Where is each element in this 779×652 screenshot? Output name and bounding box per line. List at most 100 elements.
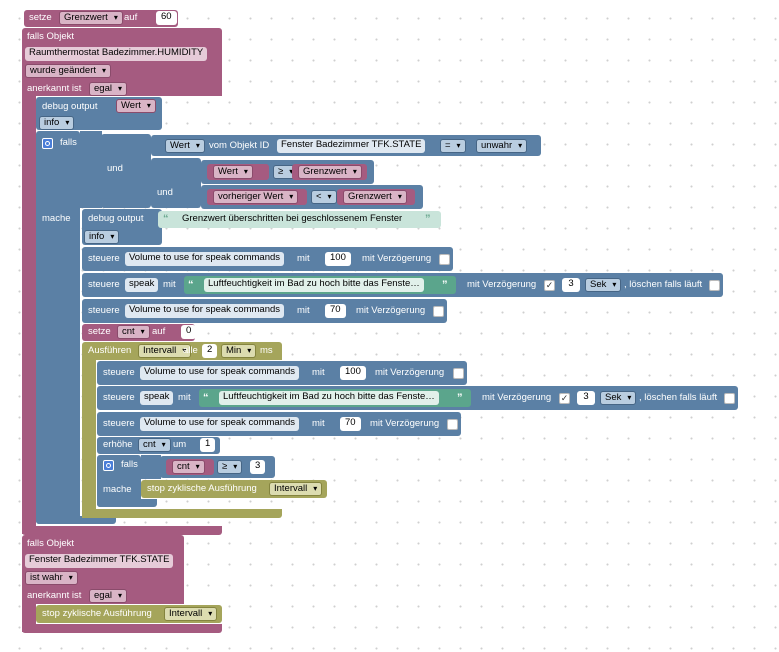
trigger2-condition-dropdown[interactable]: ist wahr [25,571,78,585]
control-volume-2[interactable]: steuere Volume to use for speak commands… [82,299,447,323]
interval-value-input[interactable]: 2 [202,344,218,358]
debug2-text[interactable]: Grenzwert überschritten bei geschlossene… [182,213,403,224]
volume-value-input[interactable]: 100 [325,252,351,266]
cond-c-left-dropdown[interactable]: vorheriger Wert [213,190,299,204]
volume-object-field[interactable]: Volume to use for speak commands [125,304,285,318]
increment-block[interactable]: erhöhe cnt um 1 [97,437,220,454]
if1-gear-icon[interactable] [42,138,53,149]
cond-c-op-dropdown[interactable]: < [311,190,337,204]
control-volume-3[interactable]: steuere Volume to use for speak commands… [97,361,467,385]
clear-running-checkbox[interactable] [709,280,720,291]
delay-checkbox[interactable]: ✓ [559,393,570,404]
cond-c-left-block[interactable]: vorheriger Wert [207,189,307,205]
trigger1-object-field[interactable]: Raumthermostat Badezimmer.HUMIDITY [25,47,208,61]
if2-block[interactable]: falls mache [97,455,141,507]
debug2-level-dropdown[interactable]: info [84,230,120,244]
control-speak-2[interactable]: steuere speak mit “ Luftfeuchtigkeit im … [97,386,738,410]
speak-text-block[interactable]: “ Luftfeuchtigkeit im Bad zu hoch bitte … [199,389,471,407]
if2-value-input[interactable]: 3 [250,460,266,474]
delay-label: mit Verzögerung [370,418,440,429]
delay-unit-dropdown[interactable]: Sek [600,391,637,405]
delay-checkbox[interactable]: ✓ [544,280,555,291]
delay-value-input[interactable]: 3 [562,278,580,292]
if2-var-dropdown[interactable]: cnt [172,460,205,474]
debug2-label: debug output [88,213,144,224]
speak-text-block[interactable]: “ Luftfeuchtigkeit im Bad zu hoch bitte … [184,276,456,294]
trigger2-ack-dropdown[interactable]: egal [89,589,127,603]
speak-text-field[interactable]: Luftfeuchtigkeit im Bad zu hoch bitte da… [219,391,439,405]
volume-value-input[interactable]: 100 [340,366,366,380]
cond-b-block[interactable]: Wert ≥ Grenzwert [201,160,374,184]
volume-object-field[interactable]: Volume to use for speak commands [140,417,300,431]
set-cnt-block[interactable]: setze cnt auf 0 [82,324,197,341]
volume-value-input[interactable]: 70 [325,304,346,318]
if2-var-block[interactable]: cnt [166,459,214,475]
debug1-value-dropdown[interactable]: Wert [116,99,156,113]
cond-b-right-dropdown[interactable]: Grenzwert [298,165,362,179]
and2-block[interactable]: und [151,158,201,208]
delay-label: mit Verzögerung [356,305,426,316]
control-volume-4[interactable]: steuere Volume to use for speak commands… [97,412,461,436]
trigger2-object-field[interactable]: Fenster Badezimmer TFK.STATE [25,554,174,568]
stop1-block[interactable]: stop zyklische Ausführung Intervall [141,480,327,498]
interval-block[interactable]: Ausführen Intervall alle 2 Min ms [82,342,282,360]
grenzwert-value-input[interactable]: 60 [156,11,177,25]
cond-b-right-block[interactable]: Grenzwert [292,164,367,180]
if2-compare-block[interactable]: cnt ≥ 3 [160,456,275,478]
cond-a-prop-dropdown[interactable]: Wert [165,139,205,153]
cond-b-left-block[interactable]: Wert [207,164,269,180]
delay-checkbox[interactable] [433,306,444,317]
volume-value-input[interactable]: 70 [340,417,361,431]
control-volume-1[interactable]: steuere Volume to use for speak commands… [82,247,453,271]
control-label: steuere [103,367,135,378]
clear-running-checkbox[interactable] [724,393,735,404]
trigger2-header[interactable]: falls Objekt Fenster Badezimmer TFK.STAT… [22,535,184,604]
if2-gear-icon[interactable] [103,460,114,471]
cond-c-right-block[interactable]: Grenzwert [337,189,415,205]
cond-a-object-field[interactable]: Fenster Badezimmer TFK.STATE [277,139,426,153]
debug2-block[interactable]: debug output info [82,209,162,245]
trigger1-condition-dropdown[interactable]: wurde geändert [25,64,112,78]
cond-a-value-dropdown[interactable]: unwahr [476,139,528,153]
stop2-block[interactable]: stop zyklische Ausführung Intervall [36,605,222,623]
grenzwert-var-dropdown[interactable]: Grenzwert [59,11,123,25]
set-grenzwert-block[interactable]: setze Grenzwert auf 60 [24,10,178,27]
increment-value-input[interactable]: 1 [200,438,216,452]
set-keyword: setze [29,12,52,23]
debug1-level-dropdown[interactable]: info [39,116,75,130]
control-speak-1[interactable]: steuere speak mit “ Luftfeuchtigkeit im … [82,273,723,297]
cond-a-op-dropdown[interactable]: = [440,139,466,153]
delay-value-input[interactable]: 3 [577,391,595,405]
cond-c-block[interactable]: vorheriger Wert < Grenzwert [201,185,423,209]
delay-checkbox[interactable] [447,419,458,430]
cond-b-left-dropdown[interactable]: Wert [213,165,253,179]
debug1-block[interactable]: debug output Wert info [36,97,162,130]
trigger1-footer [22,526,222,535]
speak-object-field[interactable]: speak [140,391,174,405]
volume-object-field[interactable]: Volume to use for speak commands [140,366,300,380]
interval-name-dropdown[interactable]: Intervall [138,344,192,358]
delay-unit-dropdown[interactable]: Sek [585,278,622,292]
if1-block[interactable]: falls mache [36,131,80,524]
cond-c-right-dropdown[interactable]: Grenzwert [343,190,407,204]
debug2-text-block[interactable]: “ Grenzwert überschritten bei geschlosse… [158,211,441,228]
trigger1-header[interactable]: falls Objekt Raumthermostat Badezimmer.H… [22,28,222,96]
stop2-name-dropdown[interactable]: Intervall [164,607,218,621]
cnt-var-dropdown[interactable]: cnt [117,325,150,339]
delay-checkbox[interactable] [439,254,450,265]
stop1-name-dropdown[interactable]: Intervall [269,482,323,496]
trigger1-ack-dropdown[interactable]: egal [89,82,127,96]
and2-label: und [157,187,173,198]
speak-object-field[interactable]: speak [125,278,159,292]
if2-op-dropdown[interactable]: ≥ [217,460,243,474]
volume-object-field[interactable]: Volume to use for speak commands [125,252,285,266]
speak-text-field[interactable]: Luftfeuchtigkeit im Bad zu hoch bitte da… [204,278,424,292]
debug1-label: debug output [42,101,98,112]
increment-var-dropdown[interactable]: cnt [138,438,171,452]
and1-block[interactable]: und [101,134,151,208]
cond-a-block[interactable]: Wert vom Objekt ID Fenster Badezimmer TF… [151,135,541,156]
delay-checkbox[interactable] [453,368,464,379]
increment-label: erhöhe [103,439,133,450]
interval-unit-dropdown[interactable]: Min [221,344,257,358]
cnt-value-input[interactable]: 0 [181,325,197,339]
